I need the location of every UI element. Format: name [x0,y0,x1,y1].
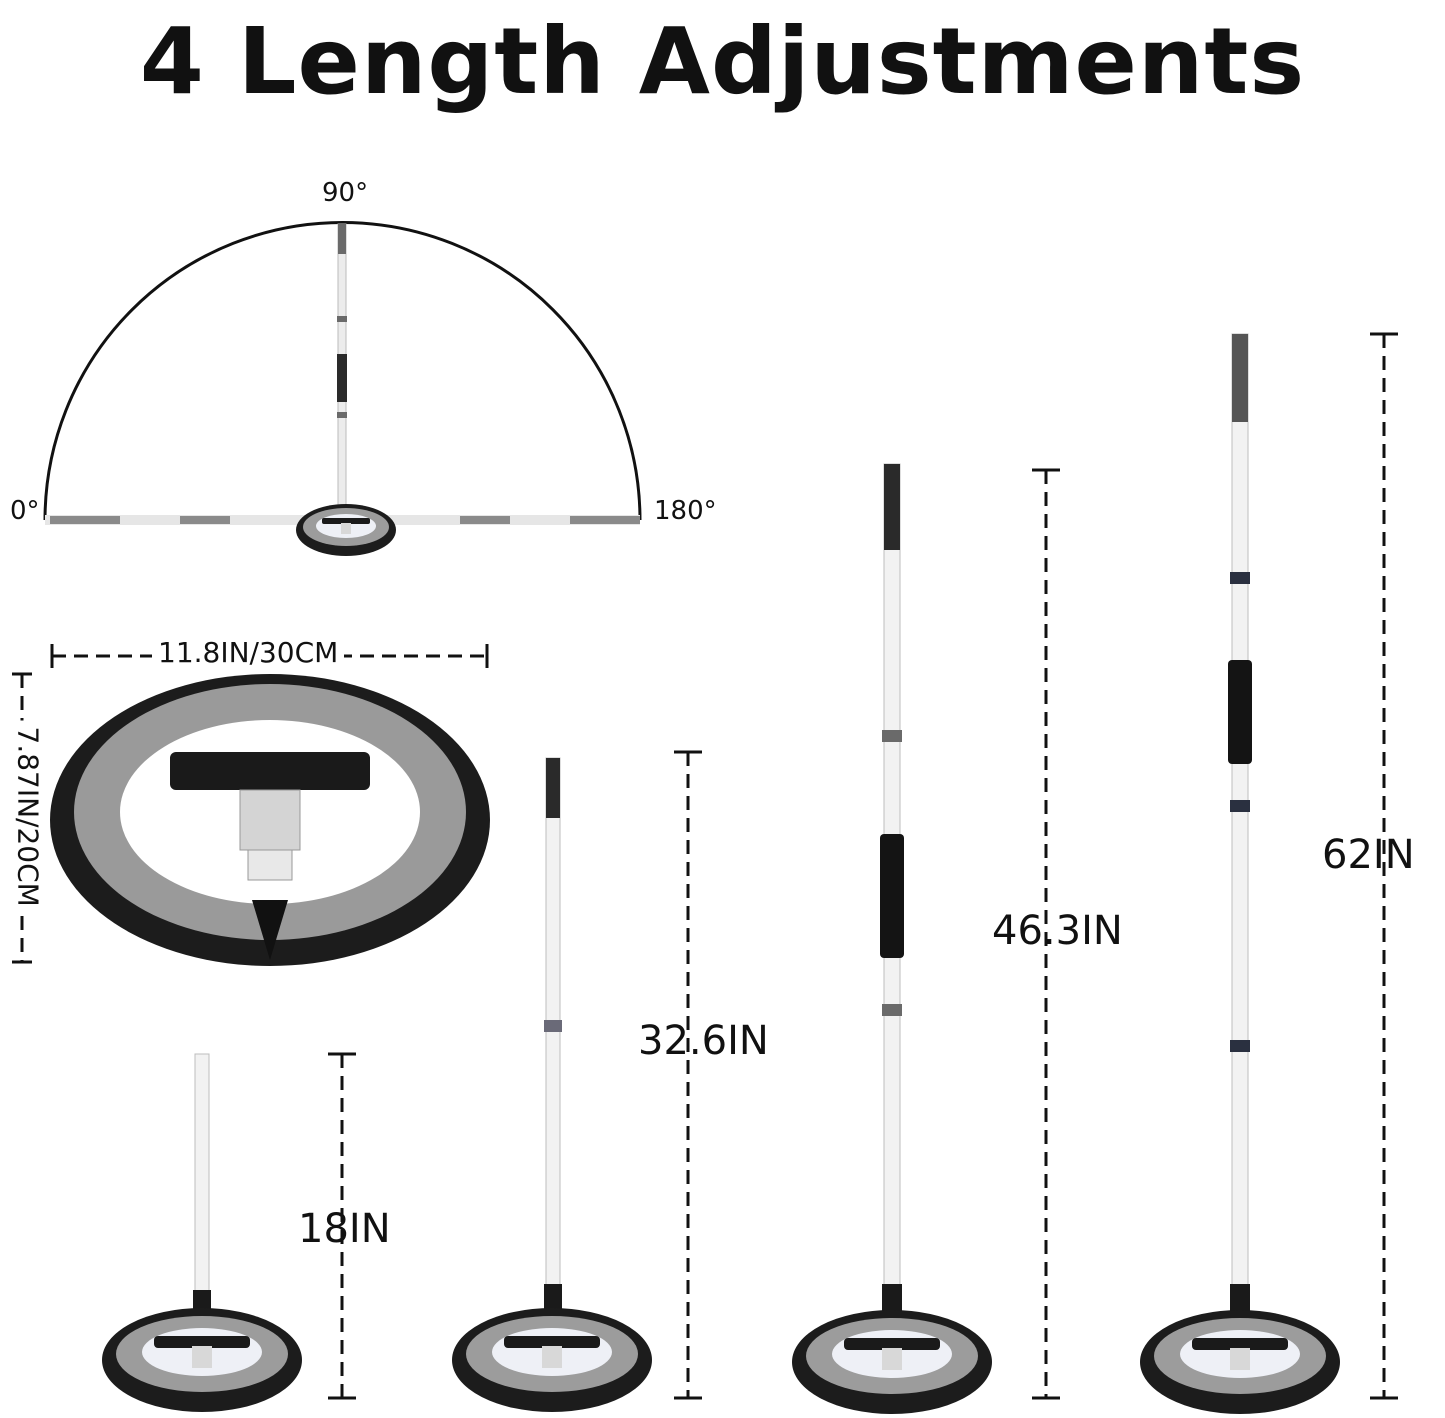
mop-46-3in [792,463,992,1414]
mop-32-6in [452,757,652,1412]
angle-label-0: 0° [10,496,40,526]
length-indicator-46-3in [1032,468,1060,1400]
head-height-label: 7.87IN/20CM [11,720,45,913]
mop-62in [1140,333,1340,1414]
length-label-18in: 18IN [298,1206,391,1252]
head-width-label: 11.8IN/30CM [152,636,345,669]
length-indicator-62in [1370,332,1398,1400]
length-label-62in: 62IN [1322,832,1415,878]
length-label-32-6in: 32.6IN [638,1018,769,1064]
length-indicator-18in [328,1052,356,1400]
vertical-pole-90deg [337,223,347,521]
mop-head-closeup [50,674,490,966]
horizontal-pole-segments [50,516,640,524]
page-title: 4 Length Adjustments [139,8,1306,115]
length-indicator-32-6in [674,750,702,1400]
angle-label-180: 180° [654,496,717,526]
length-label-46-3in: 46.3IN [992,908,1123,954]
rotation-arc [43,221,642,521]
mop-18in [102,1053,302,1412]
small-mop-head [296,504,396,556]
rotation-diagram [43,221,642,556]
angle-label-90: 90° [322,178,369,208]
head-width-dimension [50,644,489,668]
